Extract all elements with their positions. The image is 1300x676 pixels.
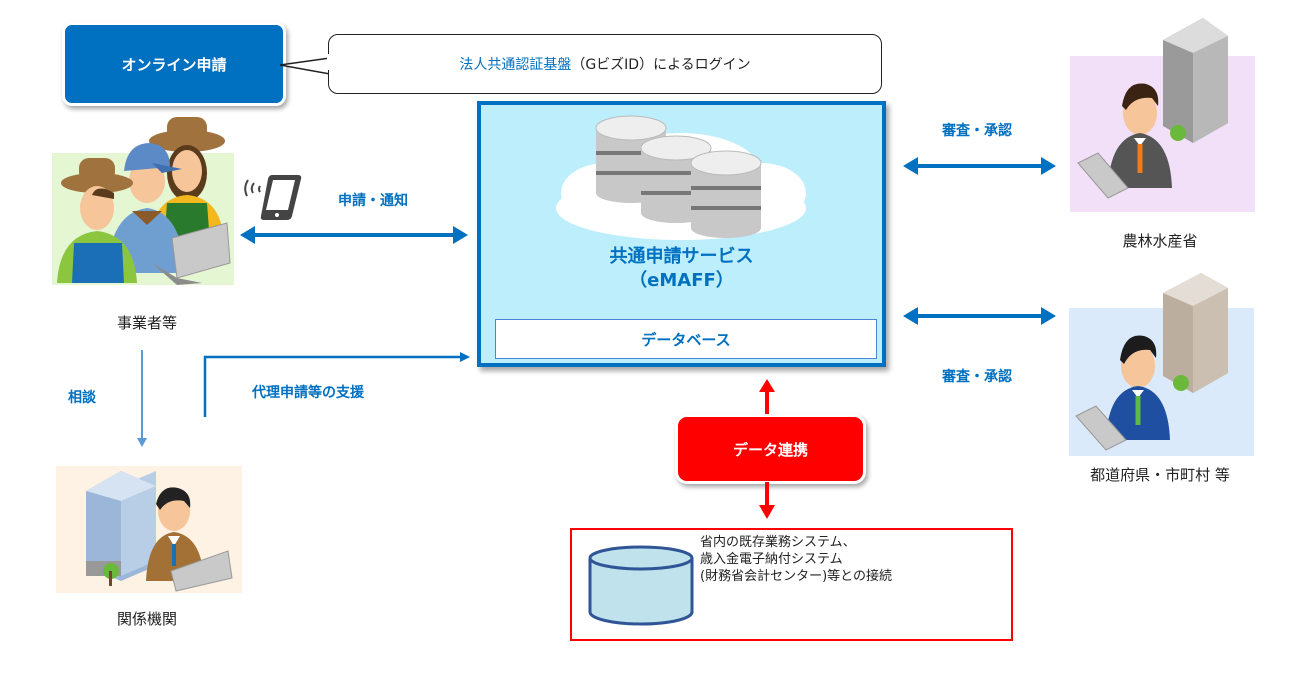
local-government-illustration bbox=[1069, 273, 1254, 456]
common-application-service-box: 共通申請サービス （eMAFF） データベース bbox=[477, 101, 886, 367]
external-systems-line: 省内の既存業務システム、 bbox=[700, 535, 856, 550]
proxy-support-label: 代理申請等の支援 bbox=[252, 385, 364, 401]
consult-label: 相談 bbox=[68, 390, 96, 406]
review-approve-top-arrow bbox=[903, 157, 1056, 175]
service-title-line2: （eMAFF） bbox=[629, 270, 734, 291]
proxy-support-arrow bbox=[203, 352, 470, 417]
apply-notify-label: 申請・通知 bbox=[338, 193, 408, 209]
linkage-up-arrow bbox=[759, 379, 775, 414]
business-operators-illustration bbox=[52, 117, 234, 285]
external-systems-text: 省内の既存業務システム、 歳入金電子納付システム (財務省会計センター)等との接… bbox=[700, 534, 892, 585]
login-callout-highlight: 法人共通認証基盤 bbox=[459, 57, 572, 73]
cloud-database-icon bbox=[556, 115, 806, 240]
data-linkage-box: データ連携 bbox=[675, 414, 866, 484]
related-organizations-illustration bbox=[56, 466, 242, 593]
database-bar: データベース bbox=[495, 319, 877, 359]
service-title: 共通申請サービス （eMAFF） bbox=[481, 245, 882, 293]
external-systems-line: (財務省会計センター)等との接続 bbox=[700, 569, 893, 584]
online-application-label: オンライン申請 bbox=[121, 55, 227, 74]
local-government-label: 都道府県・市町村 等 bbox=[1090, 466, 1230, 484]
smartphone-icon bbox=[244, 175, 302, 220]
external-systems-box: 省内の既存業務システム、 歳入金電子納付システム (財務省会計センター)等との接… bbox=[570, 528, 1013, 641]
database-label: データベース bbox=[641, 330, 731, 349]
consult-arrow bbox=[137, 350, 147, 447]
business-operators-label: 事業者等 bbox=[116, 314, 177, 332]
external-systems-line: 歳入金電子納付システム bbox=[700, 552, 843, 567]
apply-notify-arrow bbox=[240, 226, 468, 244]
login-callout-text: （GビズID）によるログイン bbox=[571, 57, 751, 73]
review-approve-bottom-label: 審査・承認 bbox=[942, 369, 1012, 385]
review-approve-top-label: 審査・承認 bbox=[942, 123, 1012, 139]
linkage-down-arrow bbox=[759, 482, 775, 519]
maff-illustration bbox=[1070, 18, 1255, 212]
maff-label: 農林水産省 bbox=[1122, 232, 1198, 250]
login-callout: 法人共通認証基盤 （GビズID）によるログイン bbox=[328, 34, 882, 94]
online-application-box: オンライン申請 bbox=[62, 22, 286, 106]
service-title-line1: 共通申請サービス bbox=[609, 246, 754, 267]
related-organizations-label: 関係機関 bbox=[116, 610, 177, 628]
callout-pointer-mask bbox=[327, 54, 336, 70]
data-linkage-label: データ連携 bbox=[732, 440, 808, 459]
database-cylinder-icon bbox=[588, 545, 694, 626]
review-approve-bottom-arrow bbox=[903, 307, 1056, 325]
